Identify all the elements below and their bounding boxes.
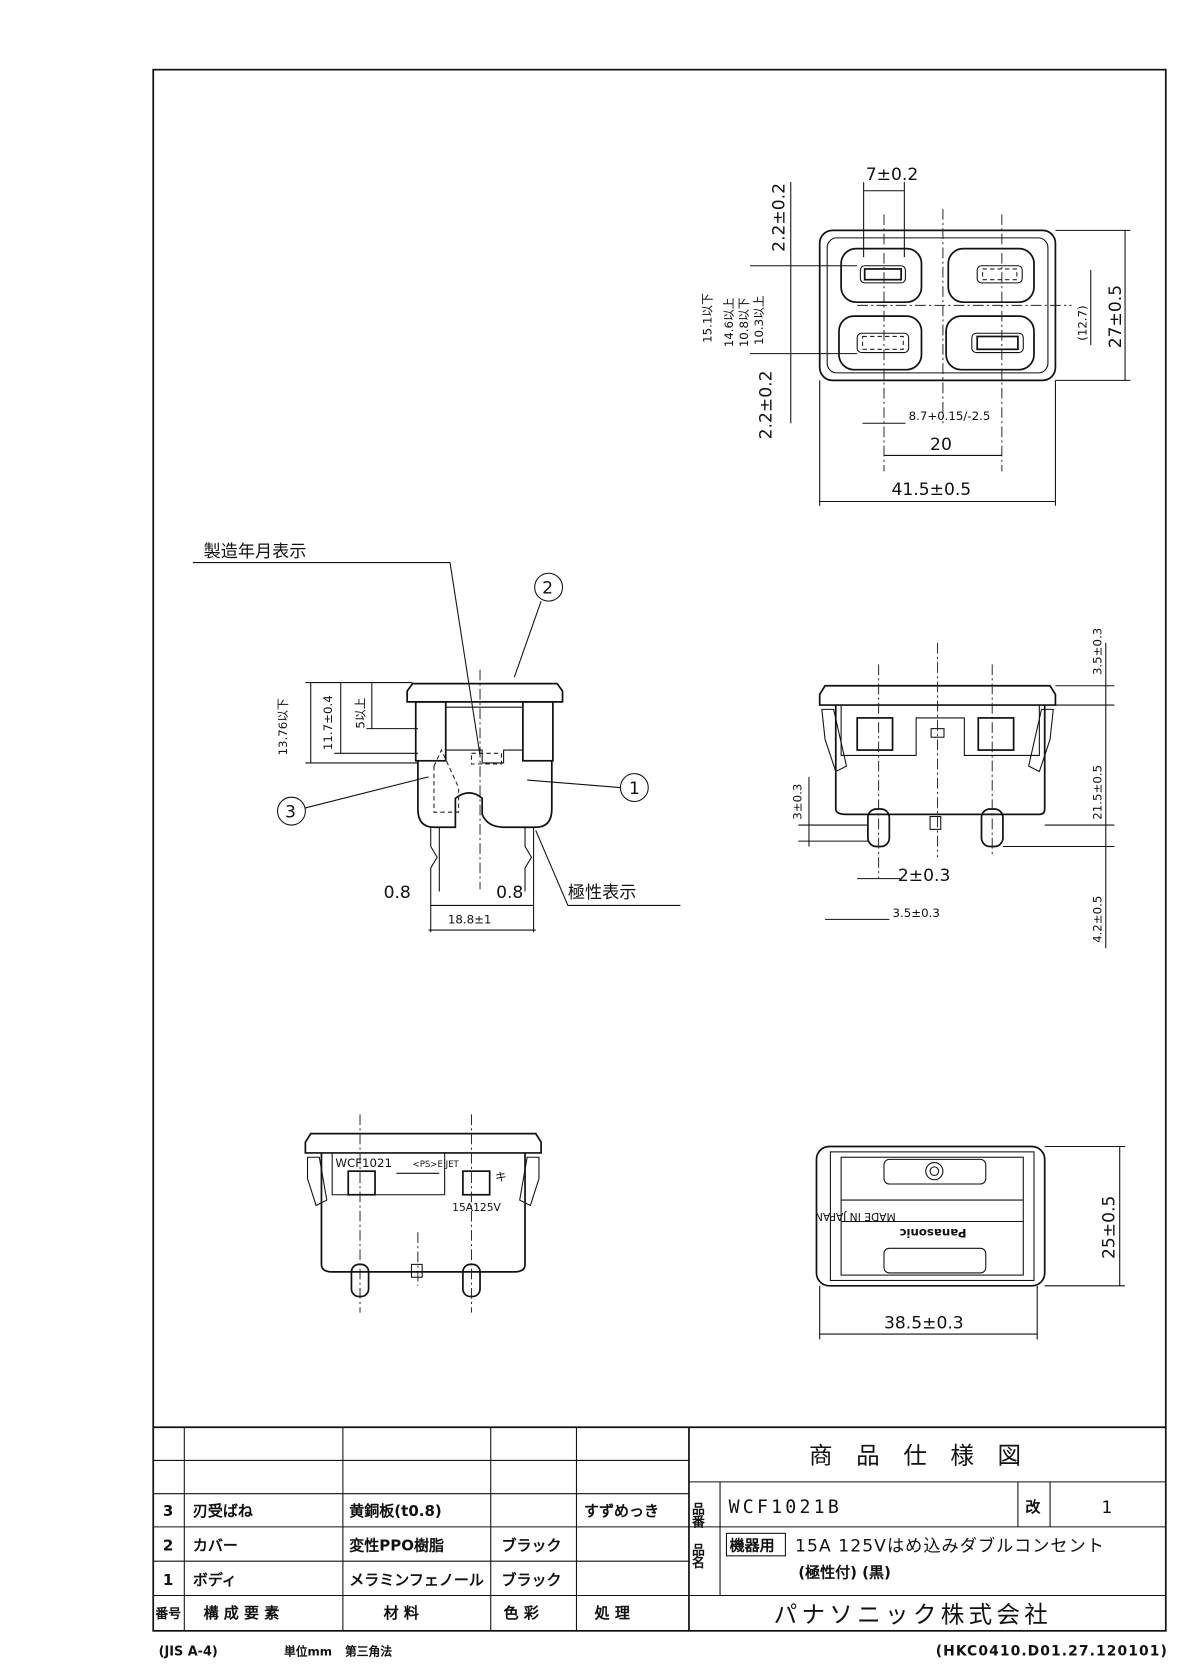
- marking-made-in-japan: MADE IN JAPAN: [815, 1210, 896, 1223]
- callout-polarity: 極性表示: [568, 883, 636, 903]
- parts-row-2: 2 カバー 変性PPO樹脂 ブラック: [163, 1536, 562, 1554]
- front-view: 3.5±0.3 21.5±0.5 3±0.3 2±0.3 3.5±0.3 4.2…: [790, 628, 1115, 949]
- rev-label: 改: [1025, 1498, 1041, 1516]
- part-component: 刃受ばね: [193, 1502, 253, 1520]
- doc-type-title: 商品仕様図: [809, 1442, 1045, 1470]
- product-name-line1: 15A 125Vはめ込みダブルコンセント: [795, 1536, 1105, 1557]
- balloon-label: 3: [285, 803, 296, 823]
- part-material: メラミンフェノール: [349, 1571, 484, 1589]
- dim-label: 5以上: [353, 697, 367, 728]
- dim-label: 20: [930, 435, 952, 455]
- header-material: 材 料: [384, 1604, 419, 1622]
- dim-label: 0.8: [496, 883, 523, 903]
- part-number: WCF1021B: [729, 1497, 842, 1518]
- header-finish: 処 理: [594, 1604, 630, 1622]
- part-component: カバー: [193, 1536, 238, 1554]
- marking-rating: 15A125V: [452, 1201, 501, 1214]
- rev-value: 1: [1101, 1498, 1112, 1518]
- dim-label: 21.5±0.5: [1090, 765, 1104, 820]
- rear-view: WCF1021 <PS>E JET 15A125V キ: [304, 1114, 542, 1313]
- marking-model: WCF1021: [335, 1156, 392, 1170]
- dim-label: 2.2±0.2: [769, 183, 789, 252]
- dim-label: 10.3以上: [752, 295, 766, 345]
- dim-label: 2.2±0.2: [756, 371, 776, 440]
- dim-label: 27±0.5: [1106, 285, 1126, 348]
- bottom-view: MADE IN JAPAN Panasonic 25±0.5 38.5±0.3: [815, 1145, 1126, 1340]
- part-material: 黄銅板(t0.8): [349, 1502, 441, 1520]
- footer-doc-code: (HKC0410.D01.27.120101): [936, 1643, 1168, 1659]
- dim-label: 4.2±0.5: [1090, 896, 1104, 943]
- dim-label: 38.5±0.3: [884, 1314, 964, 1334]
- dim-label: 0.8: [384, 883, 411, 903]
- callout-manufacture-date: 製造年月表示: [204, 542, 307, 562]
- dim-label: 41.5±0.5: [891, 480, 971, 500]
- part-no: 2: [163, 1536, 173, 1554]
- part-color: ブラック: [501, 1571, 561, 1589]
- footer-paper-size: (JIS A-4): [159, 1644, 218, 1659]
- balloon-label: 2: [542, 579, 553, 599]
- product-name-line2: (極性付) (黒): [798, 1563, 891, 1581]
- dim-label: 25±0.5: [1099, 1196, 1119, 1259]
- header-color: 色 彩: [504, 1604, 539, 1622]
- drawing-frame: [152, 68, 1167, 1632]
- dim-label: 3±0.3: [790, 784, 804, 820]
- marking-ps-e: <PS>E JET: [413, 1160, 460, 1170]
- title-block: 3 刃受ばね 黄銅板(t0.8) すずめっき 2 カバー 変性PPO樹脂 ブラッ…: [153, 1426, 1166, 1631]
- dim-label: 14.6以上: [722, 297, 736, 347]
- parts-header: 番号 構 成 要 素 材 料 色 彩 処 理: [154, 1604, 630, 1622]
- header-no: 番号: [154, 1606, 181, 1622]
- footer-unit: 単位mm: [284, 1644, 332, 1658]
- marking-ki: キ: [495, 1170, 507, 1184]
- dim-label: 11.7±0.4: [321, 695, 335, 750]
- balloon-label: 1: [629, 779, 640, 799]
- dim-label: 13.76以下: [276, 698, 290, 755]
- part-color: ブラック: [501, 1536, 561, 1554]
- top-view: 7±0.2 2.2±0.2 15.1以下 14.6以上 10.8以下 10.3以…: [700, 165, 1131, 506]
- dim-label: 3.5±0.3: [1090, 628, 1104, 675]
- part-no: 3: [163, 1502, 173, 1520]
- part-finish: すずめっき: [584, 1502, 659, 1520]
- dim-label: 2±0.3: [898, 866, 950, 886]
- side-view: 13.76以下 11.7±0.4 5以上 0.8 0.8 18.8±1 製造年月…: [192, 542, 681, 933]
- footer-projection: 第三角法: [345, 1644, 392, 1658]
- company-name: パナソニック株式会社: [774, 1600, 1052, 1628]
- dim-label: 8.7+0.15/-2.5: [909, 409, 991, 423]
- dim-label: 18.8±1: [448, 913, 492, 927]
- balloon-3: [276, 796, 306, 826]
- part-component: ボディ: [193, 1571, 237, 1589]
- part-material: 変性PPO樹脂: [349, 1536, 444, 1554]
- dim-label: (12.7): [1075, 305, 1089, 340]
- dim-label: 10.8以下: [737, 297, 751, 347]
- dim-label: 15.1以下: [700, 293, 714, 343]
- part-no: 1: [163, 1571, 173, 1589]
- marking-brand: Panasonic: [899, 1226, 966, 1240]
- parts-row-1: 1 ボディ メラミンフェノール ブラック: [163, 1571, 562, 1589]
- part-no-label: 品番: [689, 1502, 705, 1529]
- name-tag: 機器用: [730, 1536, 775, 1554]
- dim-label: 3.5±0.3: [893, 906, 940, 920]
- balloon-2: [534, 572, 564, 602]
- dim-label: 7±0.2: [866, 165, 918, 185]
- name-label: 品名: [689, 1543, 704, 1570]
- parts-row-3: 3 刃受ばね 黄銅板(t0.8) すずめっき: [163, 1502, 659, 1520]
- header-component: 構 成 要 素: [204, 1604, 280, 1622]
